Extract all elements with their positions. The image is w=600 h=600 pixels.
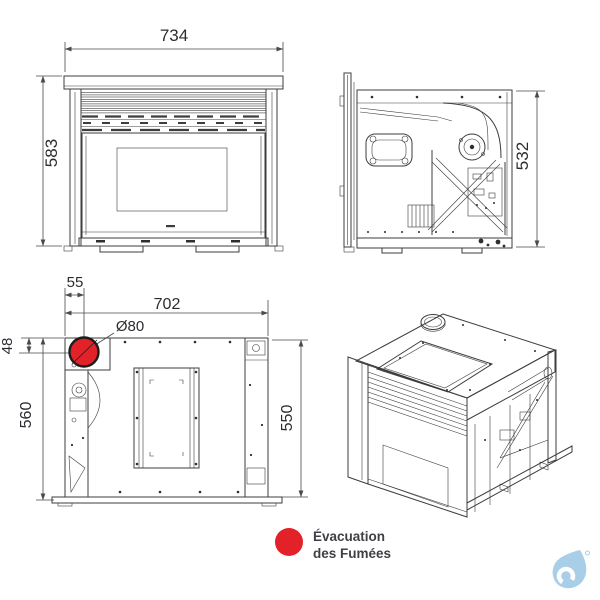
flue-duct — [442, 102, 502, 159]
exhaust-fan — [458, 133, 486, 161]
legend-label: Évacuation des Fumées — [313, 527, 391, 562]
circuit-board — [467, 167, 503, 217]
glass-window — [116, 147, 228, 212]
louver-vents — [80, 92, 267, 132]
iso-glass-window — [382, 444, 449, 508]
auger-motor-area — [68, 362, 101, 497]
dim-rear-width: 702 — [154, 296, 181, 313]
brand-mark — [166, 225, 175, 228]
handle-bracket — [365, 133, 413, 167]
iso-left-pillar — [347, 356, 369, 485]
rear-right-column — [244, 338, 268, 497]
dim-rear-height-left: 560 — [18, 402, 35, 429]
smoke-evacuation-marker — [275, 528, 303, 556]
dim-front-height: 583 — [42, 139, 61, 167]
dim-rear-flue-offset-x: 55 — [67, 274, 84, 291]
brand-logo — [552, 550, 590, 589]
flue-outlet — [68, 336, 100, 368]
legend-label-line1: Évacuation — [313, 529, 386, 544]
side-view: 532 — [339, 72, 545, 254]
front-view: 734 583 — [36, 26, 284, 253]
dim-rear-height-right: 550 — [279, 405, 296, 432]
hopper-lid — [375, 340, 494, 393]
perspective-view — [347, 313, 573, 518]
flue-collar — [420, 314, 446, 332]
iso-front-face — [367, 363, 468, 518]
rear-view: 55 702 Ø80 48 560 550 — [0, 274, 308, 507]
iso-right-side — [466, 349, 573, 512]
rear-access-panel — [133, 367, 200, 469]
legend: Évacuation des Fumées — [275, 527, 391, 562]
dim-flue-diameter: Ø80 — [116, 318, 144, 335]
support-brace — [427, 150, 508, 235]
dim-front-width: 734 — [160, 26, 188, 45]
dim-side-height: 532 — [513, 142, 532, 170]
dim-rear-flue-offset-y: 48 — [0, 338, 16, 355]
legend-label-line2: des Fumées — [313, 546, 392, 561]
heat-exchanger — [407, 204, 435, 228]
